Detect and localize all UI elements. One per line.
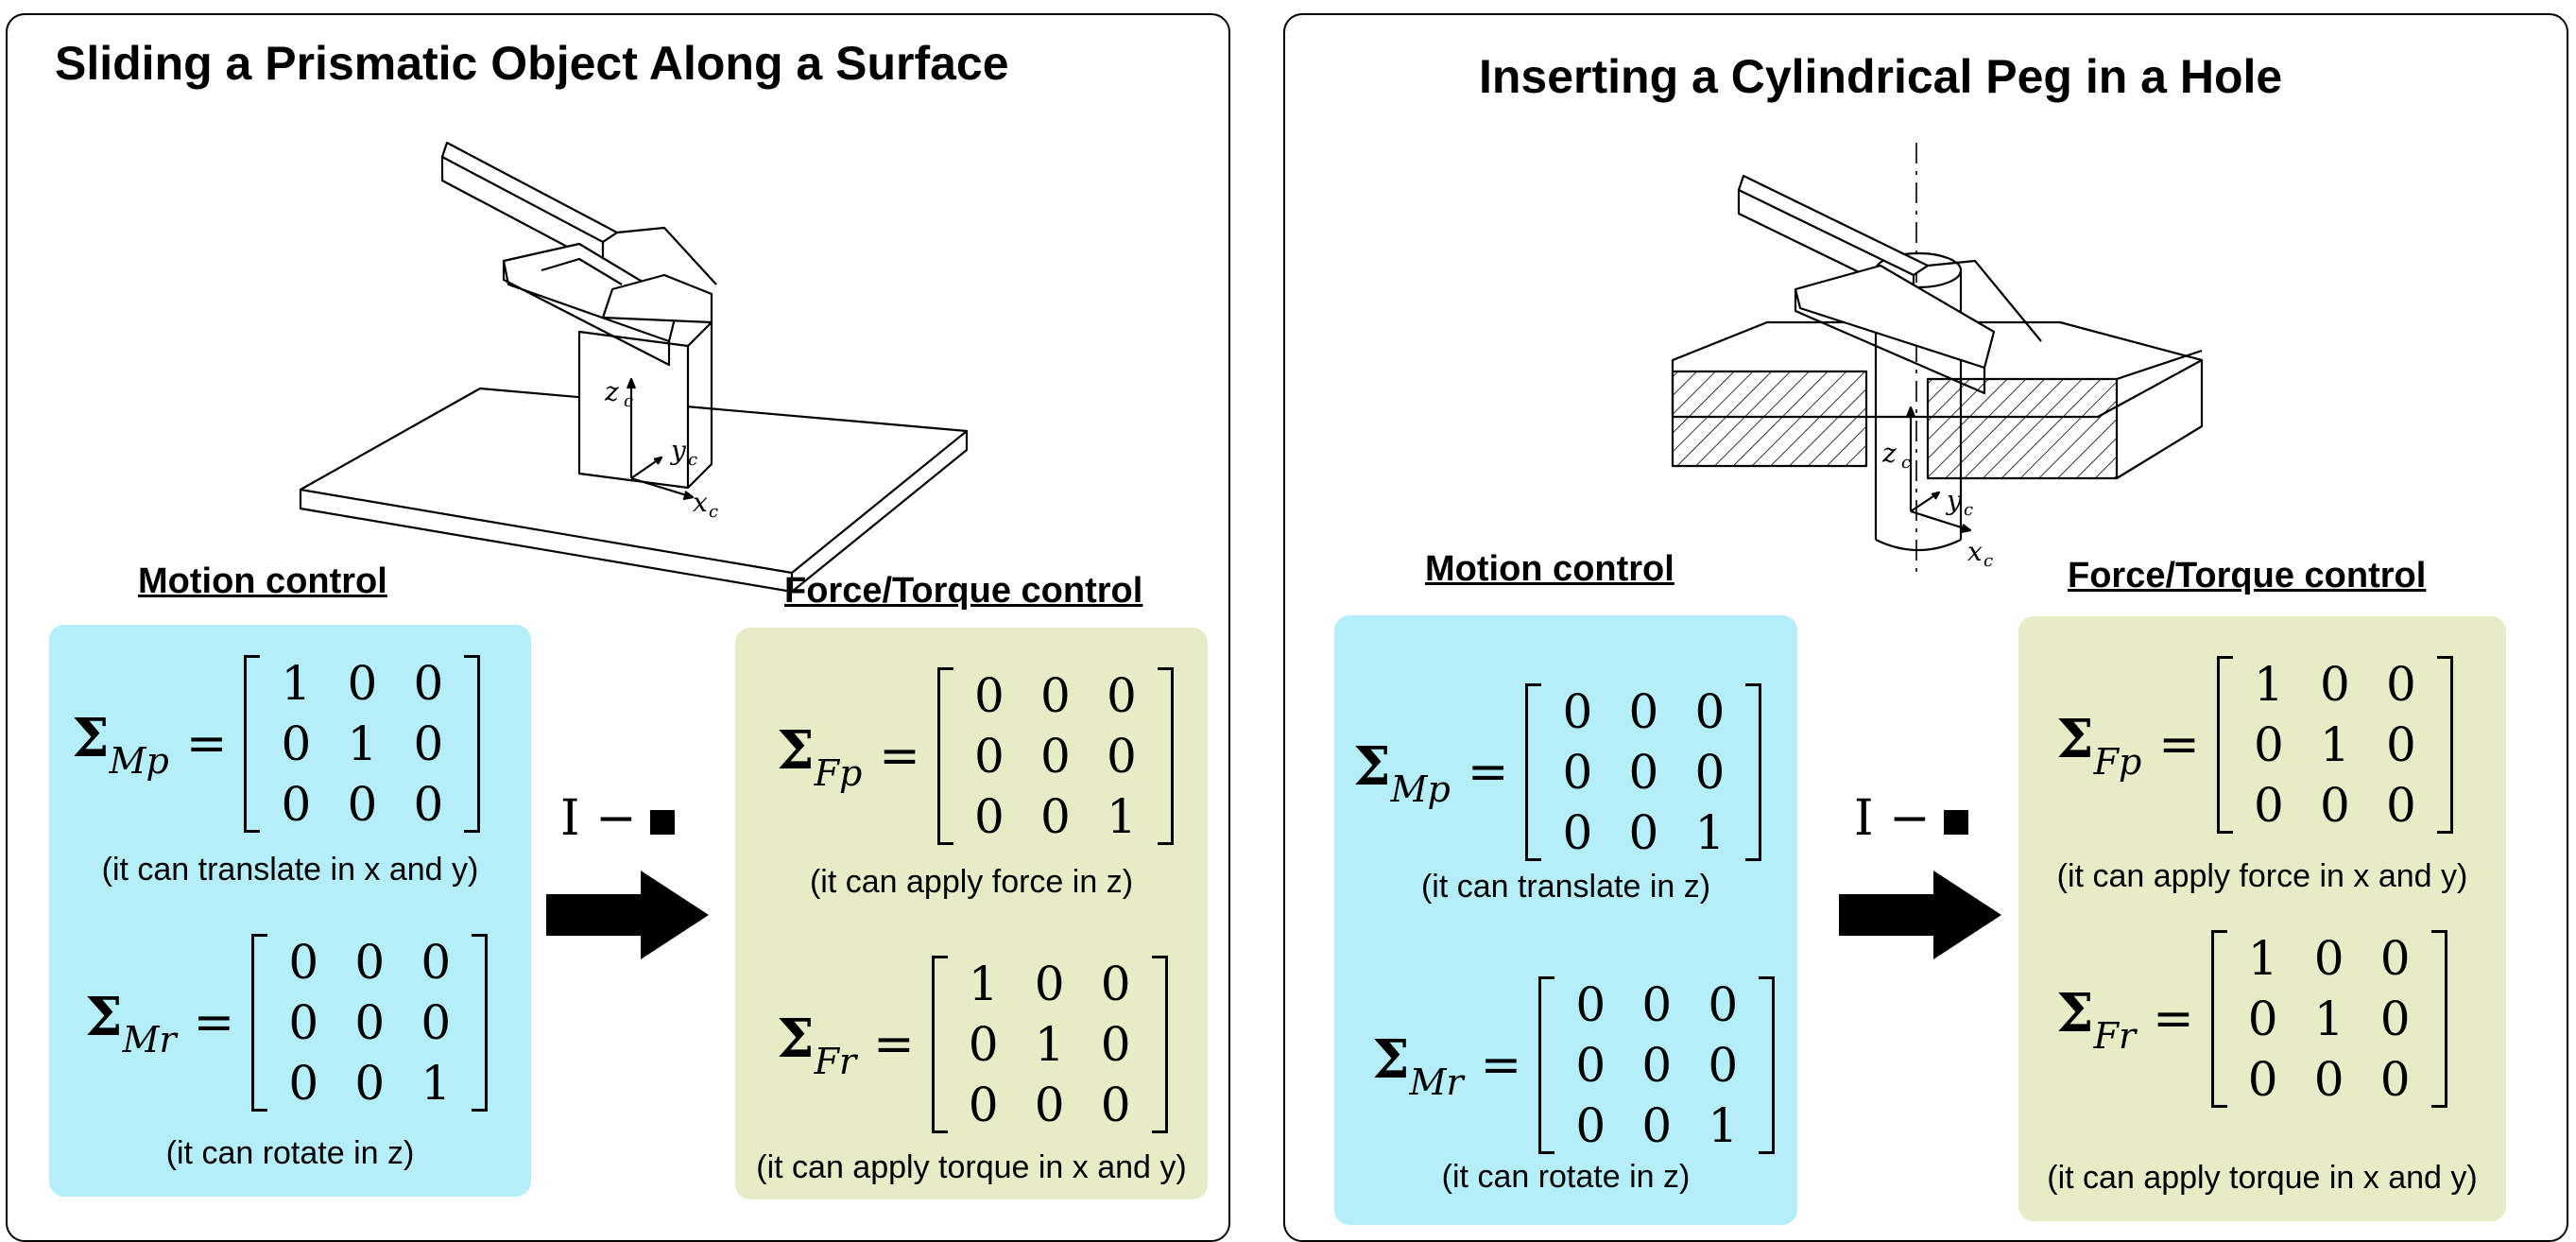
right-arrow-icon (546, 871, 709, 959)
motion-control-header: Motion control (138, 561, 387, 601)
sigma-fr-caption: (it can apply torque in x and y) (2047, 1160, 2478, 1196)
axis-label-x: x (1967, 536, 1983, 567)
sigma-fr-caption: (it can apply torque in x and y) (756, 1149, 1187, 1185)
axis-label-z: z (604, 376, 619, 407)
axis-label-y: y (669, 435, 687, 466)
sigma-mp-caption: (it can translate in x and y) (101, 852, 479, 888)
axis-subscript-y: c (688, 450, 697, 470)
right-arrow-icon (1839, 871, 2001, 959)
sigma-fr-symbol: ΣFr (2056, 981, 2137, 1057)
axis-label-x: x (693, 487, 708, 518)
motion-control-header: Motion control (1425, 549, 1674, 589)
right-panel: Inserting a Cylindrical Peg in a Hole (1283, 13, 2568, 1242)
prismatic-object-figure: z c y c x c (299, 141, 969, 592)
sigma-fp-symbol: ΣFp (2056, 707, 2142, 783)
placeholder-square-icon (649, 809, 675, 835)
axis-subscript-z: c (1901, 453, 1911, 473)
right-panel-title: Inserting a Cylindrical Peg in a Hole (1479, 50, 2283, 103)
sigma-fr-symbol: ΣFr (777, 1007, 857, 1082)
axis-subscript-y: c (1964, 500, 1973, 520)
sigma-mr-symbol: ΣMr (1372, 1027, 1464, 1103)
sigma-mp-symbol: ΣMp (1353, 734, 1451, 810)
clipped-heading-fragment (227, 0, 312, 9)
force-torque-control-header: Force/Torque control (784, 571, 1143, 611)
sigma-mp-caption: (it can translate in z) (1420, 869, 1711, 905)
sigma-fp-symbol: ΣFp (777, 718, 863, 794)
sigma-mr-caption: (it can rotate in z) (165, 1135, 415, 1171)
left-panel-title: Sliding a Prismatic Object Along a Surfa… (55, 37, 1009, 90)
sigma-fp-caption: (it can apply force in z) (809, 864, 1134, 900)
left-panel: Sliding a Prismatic Object Along a Surfa… (6, 13, 1230, 1242)
axis-label-z: z (1881, 438, 1897, 469)
cylindrical-peg-figure: z c y c x c (1671, 143, 2204, 578)
sigma-mr-caption: (it can rotate in z) (1441, 1159, 1691, 1195)
complement-operator: I − (560, 790, 675, 847)
force-torque-control-header: Force/Torque control (2068, 556, 2427, 595)
sigma-mr-symbol: ΣMr (85, 985, 177, 1061)
placeholder-square-icon (1943, 809, 1968, 835)
axis-subscript-z: c (624, 391, 633, 411)
complement-operator: I − (1854, 790, 1968, 847)
axis-subscript-x: c (1984, 551, 1993, 571)
axis-label-y: y (1945, 485, 1963, 516)
axis-subscript-x: c (709, 502, 718, 522)
sigma-fp-caption: (it can apply force in x and y) (2056, 858, 2468, 894)
sigma-mp-symbol: ΣMp (72, 706, 169, 782)
